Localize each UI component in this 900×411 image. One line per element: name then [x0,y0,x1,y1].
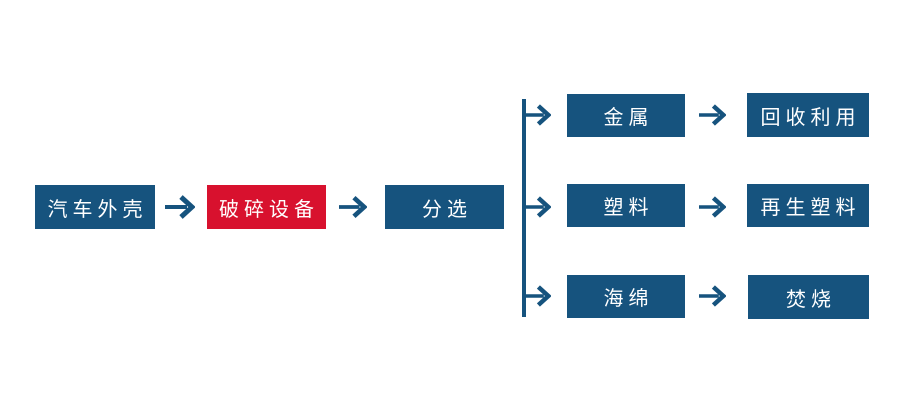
node-sponge: 海绵 [567,275,685,318]
arrow-right-icon [165,194,195,220]
node-plastic: 塑料 [567,184,685,227]
node-incineration: 焚烧 [748,275,869,319]
node-crushing-equipment: 破碎设备 [207,185,326,229]
node-car-shell: 汽车外壳 [35,185,155,229]
node-metal: 金属 [567,94,685,137]
node-recycling: 回收利用 [747,93,869,137]
arrow-right-icon [524,283,551,309]
arrow-right-icon [524,102,551,128]
arrow-right-icon [524,194,551,220]
arrow-right-icon [339,194,367,220]
arrow-right-icon [699,102,726,128]
arrow-right-icon [699,194,726,220]
node-recycled-plastic: 再生塑料 [747,184,869,227]
node-sorting: 分选 [385,185,504,229]
arrow-right-icon [699,283,726,309]
